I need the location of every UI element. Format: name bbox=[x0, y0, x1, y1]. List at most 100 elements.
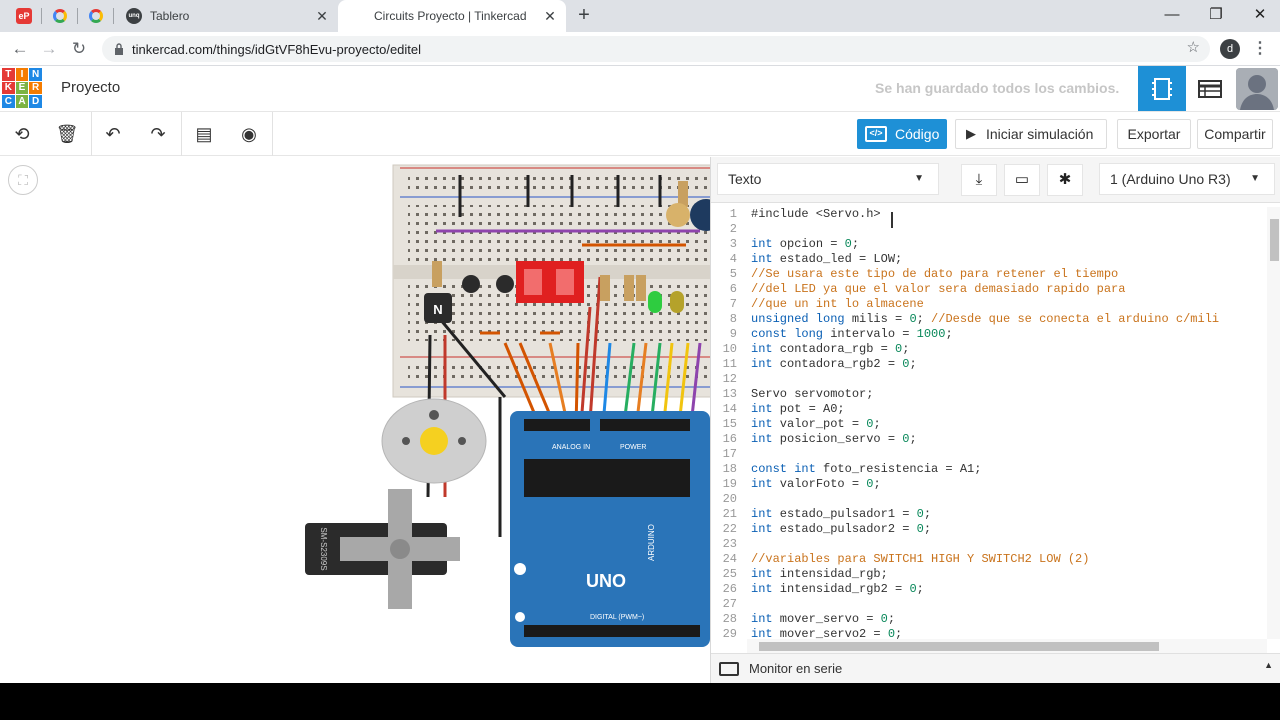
line-content: //del LED ya que el valor sera demasiado… bbox=[743, 282, 1125, 297]
google-favicon-icon bbox=[89, 9, 103, 23]
code-line[interactable]: 20 bbox=[711, 492, 1267, 507]
library-icon[interactable]: ▭ bbox=[1004, 164, 1040, 196]
user-avatar[interactable] bbox=[1236, 68, 1278, 110]
tab-title: Circuits Proyecto | Tinkercad bbox=[374, 9, 527, 23]
code-line[interactable]: 7//que un int lo almacene bbox=[711, 297, 1267, 312]
code-line[interactable]: 6//del LED ya que el valor sera demasiad… bbox=[711, 282, 1267, 297]
kebab-menu-icon[interactable]: ⋮ bbox=[1252, 40, 1268, 57]
maximize-button[interactable]: ❐ bbox=[1209, 6, 1223, 23]
tab-title: Tablero bbox=[150, 9, 190, 23]
device-select[interactable]: 1 (Arduino Uno R3) ▼ bbox=[1099, 163, 1275, 195]
serial-monitor-icon bbox=[719, 662, 739, 676]
undo-icon[interactable]: ↶ bbox=[105, 124, 121, 144]
new-tab-button[interactable]: + bbox=[578, 4, 590, 26]
circuit-view-button[interactable] bbox=[1138, 66, 1186, 111]
close-tab-icon[interactable]: ✕ bbox=[544, 8, 556, 24]
project-name[interactable]: Proyecto bbox=[61, 79, 121, 96]
led-yellow[interactable] bbox=[670, 291, 684, 313]
code-line[interactable]: 1#include <Servo.h> bbox=[711, 207, 1267, 222]
zoom-to-fit-icon[interactable]: ⛶ bbox=[8, 165, 38, 195]
download-icon[interactable]: ⤓ bbox=[961, 164, 997, 196]
pushbutton-1[interactable] bbox=[462, 275, 480, 293]
minimize-button[interactable]: — bbox=[1164, 6, 1180, 23]
pushbutton-2[interactable] bbox=[496, 275, 514, 293]
debug-icon[interactable]: ✱ bbox=[1047, 164, 1083, 196]
led-green[interactable] bbox=[648, 291, 662, 313]
potentiometer[interactable] bbox=[690, 199, 710, 231]
resistor[interactable] bbox=[600, 275, 610, 301]
transistor[interactable] bbox=[424, 293, 452, 323]
scrollbar-thumb[interactable] bbox=[759, 642, 1159, 651]
share-button[interactable]: Compartir bbox=[1197, 119, 1273, 149]
close-tab-icon[interactable]: ✕ bbox=[316, 8, 328, 24]
code-line[interactable]: 23 bbox=[711, 537, 1267, 552]
resistor[interactable] bbox=[432, 261, 442, 287]
terminal-strip-top bbox=[408, 205, 708, 263]
code-token: Servo servomotor; bbox=[751, 387, 874, 401]
code-line[interactable]: 27 bbox=[711, 597, 1267, 612]
export-button[interactable]: Exportar bbox=[1117, 119, 1191, 149]
star-icon[interactable]: ☆ bbox=[1186, 39, 1200, 56]
close-window-button[interactable]: ✕ bbox=[1253, 6, 1267, 23]
logo-letter: T bbox=[2, 68, 15, 81]
tab-pinned-google-2[interactable] bbox=[78, 0, 114, 32]
forward-icon[interactable]: → bbox=[40, 39, 58, 58]
back-icon[interactable]: ← bbox=[11, 39, 29, 58]
delete-icon[interactable]: 🗑 bbox=[55, 124, 79, 144]
resistor[interactable] bbox=[636, 275, 646, 301]
horizontal-scrollbar[interactable] bbox=[747, 639, 1267, 653]
circuit-workplane[interactable]: ⛶ bbox=[0, 157, 710, 683]
tab-tinkercad-active[interactable]: Circuits Proyecto | Tinkercad ✕ bbox=[338, 0, 566, 32]
components-list-button[interactable] bbox=[1186, 66, 1234, 111]
redo-icon[interactable]: ↷ bbox=[150, 124, 166, 144]
resistor[interactable] bbox=[624, 275, 634, 301]
code-line[interactable]: 17 bbox=[711, 447, 1267, 462]
rotate-icon[interactable]: ⟲ bbox=[14, 124, 30, 144]
photoresistor[interactable] bbox=[666, 203, 690, 227]
visibility-icon[interactable]: ◉ bbox=[241, 124, 257, 144]
code-button[interactable]: </> Código bbox=[857, 119, 947, 149]
tab-pinned-google-1[interactable] bbox=[42, 0, 78, 32]
code-line[interactable]: 2 bbox=[711, 222, 1267, 237]
arduino-uno[interactable] bbox=[510, 411, 710, 647]
code-line[interactable]: 5//Se usara este tipo de dato para reten… bbox=[711, 267, 1267, 282]
resistor[interactable] bbox=[678, 181, 688, 207]
chevron-up-icon[interactable]: ▲ bbox=[1264, 660, 1273, 670]
scrollbar-thumb[interactable] bbox=[1270, 219, 1279, 261]
code-line[interactable]: 12 bbox=[711, 372, 1267, 387]
serial-monitor-bar[interactable]: Monitor en serie ▲ bbox=[711, 653, 1280, 683]
code-line[interactable]: 24//variables para SWITCH1 HIGH Y SWITCH… bbox=[711, 552, 1267, 567]
notes-icon[interactable]: ▤ bbox=[195, 124, 213, 144]
tab-pinned-ep[interactable]: eP bbox=[6, 0, 42, 32]
code-mode-select[interactable]: Texto ▼ bbox=[717, 163, 939, 195]
reload-icon[interactable]: ↻ bbox=[71, 39, 87, 58]
start-simulation-button[interactable]: ▶ Iniciar simulación bbox=[955, 119, 1107, 149]
omnibox[interactable]: tinkercad.com/things/idGtVF8hEvu-proyect… bbox=[102, 36, 1210, 62]
line-number: 20 bbox=[722, 492, 737, 506]
digital-label: DIGITAL (PWM~) bbox=[590, 614, 644, 621]
profile-avatar[interactable]: d bbox=[1220, 39, 1240, 59]
vertical-scrollbar[interactable] bbox=[1267, 207, 1280, 639]
logo-letter: K bbox=[2, 81, 15, 95]
tab-tablero[interactable]: unq Tablero ✕ bbox=[114, 0, 338, 32]
